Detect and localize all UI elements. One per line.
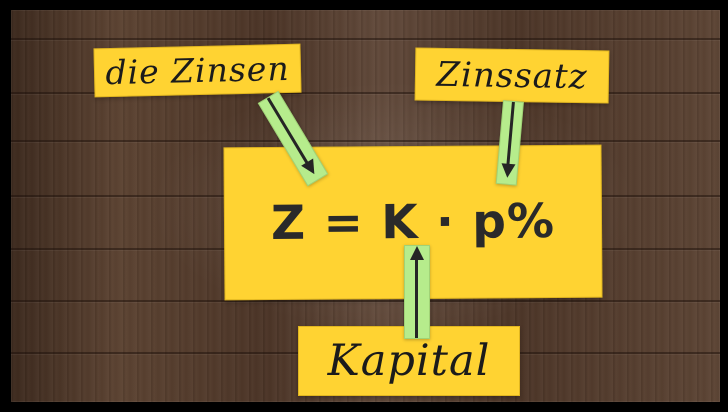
floor-board-line <box>11 300 720 303</box>
zinssatz-label: Zinssatz <box>436 54 588 97</box>
zinsen-label: die Zinsen <box>105 48 290 93</box>
kapital-arrow <box>404 245 430 339</box>
zinsen-label-card: die Zinsen <box>93 43 302 98</box>
floor-board-line <box>11 92 720 95</box>
zinssatz-label-card: Zinssatz <box>414 47 610 104</box>
floor-board-line <box>11 38 720 41</box>
formula-text: Z = K · p% <box>270 194 556 251</box>
arrow-head <box>410 246 424 260</box>
arrow-shaft <box>505 101 515 170</box>
floor-board-line <box>11 140 720 143</box>
photo-scene: Z = K · p% die Zinsen Zinssatz Kapital <box>11 10 720 402</box>
arrow-shaft <box>415 260 418 338</box>
arrow-head <box>500 163 516 179</box>
kapital-label: Kapital <box>327 336 491 386</box>
